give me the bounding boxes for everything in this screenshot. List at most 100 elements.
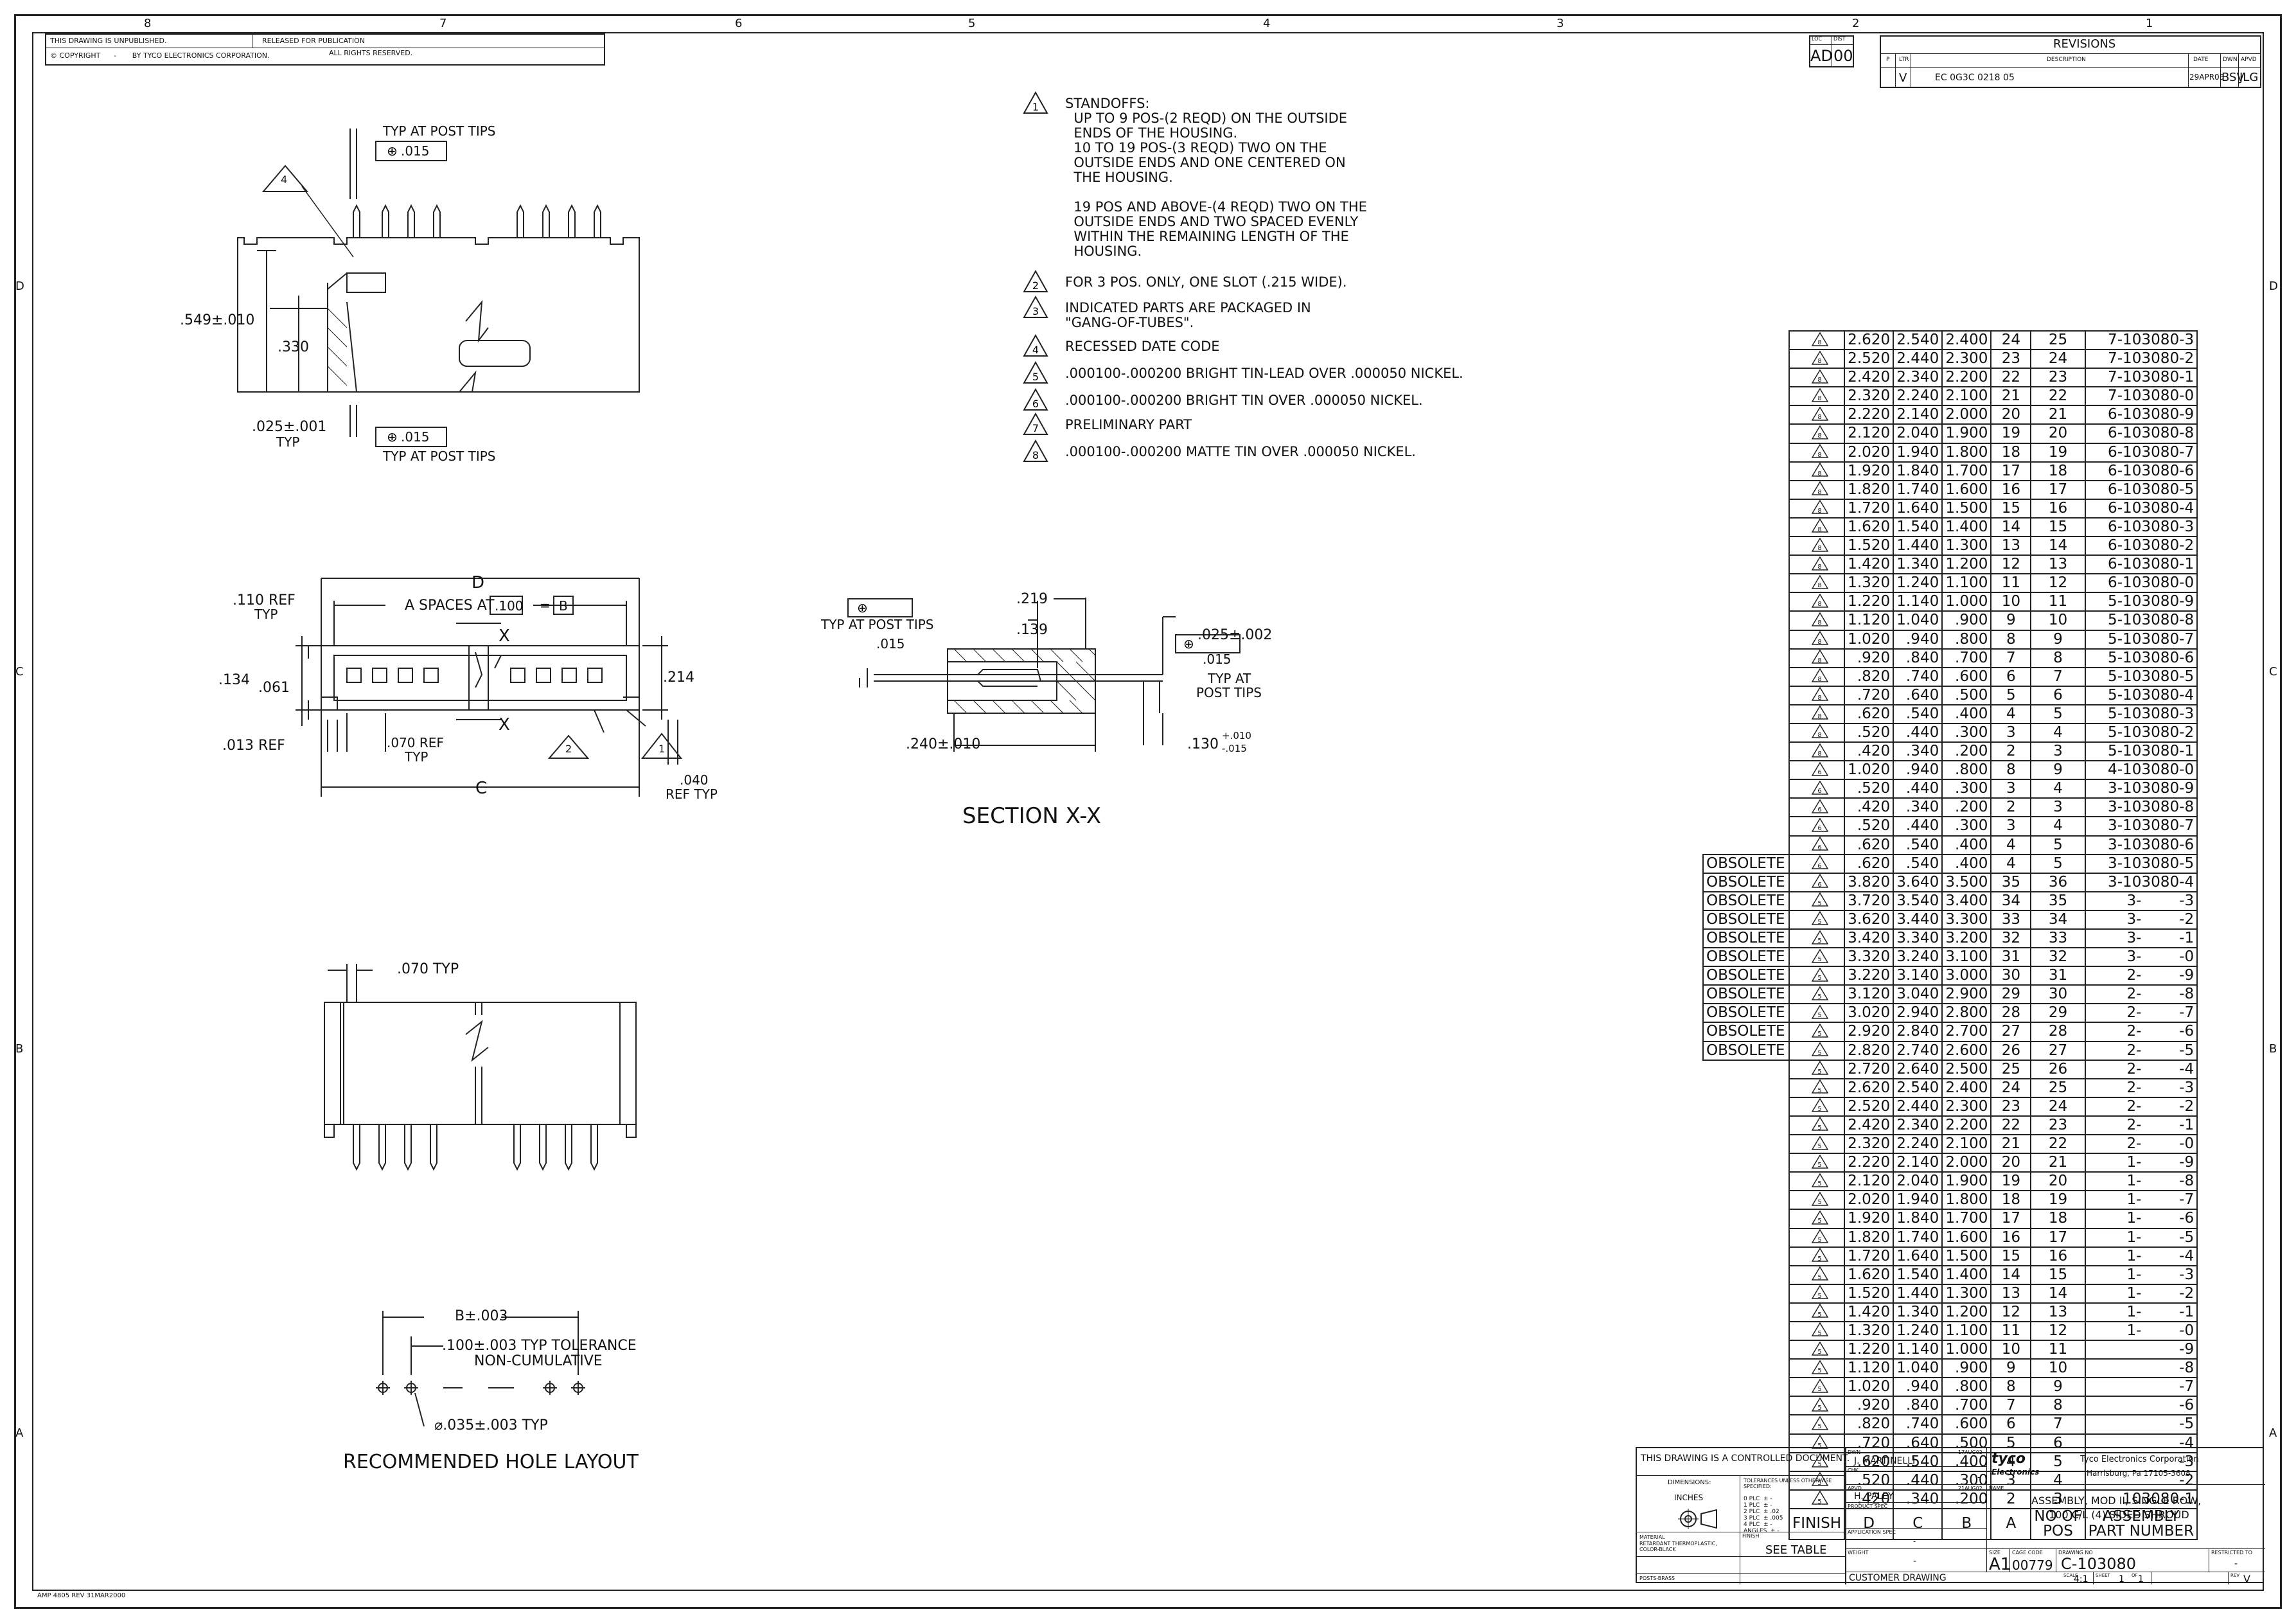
title-block: THIS DRAWING IS A CONTROLLED DOCUMENT. D… xyxy=(1636,1447,2265,1585)
drawing-border xyxy=(32,32,2264,1591)
table-cell-tri: 8 xyxy=(1788,368,1846,388)
table-cell-b: 3.400 xyxy=(1941,891,1992,911)
table-cell-tri: 5 xyxy=(1788,1340,1846,1360)
table-cell-pn: 2- -2 xyxy=(2084,1096,2198,1117)
table-cell-pos: 5 xyxy=(2030,1451,2086,1472)
table-cell-tri: 5 xyxy=(1788,1003,1846,1024)
cage-value: 00779 xyxy=(2012,1557,2053,1573)
table-cell-a: 15 xyxy=(1990,498,2032,519)
table-cell-pos: 8 xyxy=(2030,648,2086,668)
table-cell-pn: -3 xyxy=(2084,1451,2198,1472)
table-cell-c: .540 xyxy=(1893,1451,1943,1472)
table-cell-pos: 4 xyxy=(2030,1470,2086,1491)
finish-triangle-icon xyxy=(1812,967,1829,982)
ref-013: .013 REF xyxy=(222,738,285,754)
finish-triangle-icon xyxy=(1812,1453,1829,1468)
table-cell-c: .340 xyxy=(1893,797,1943,818)
table-cell-b: 1.700 xyxy=(1941,461,1992,481)
finish-triangle-icon xyxy=(1812,537,1829,552)
table-cell-d: 1.320 xyxy=(1844,1320,1894,1342)
hole-layout-drawing xyxy=(376,1311,585,1427)
note-4-text: RECESSED DATE CODE xyxy=(1065,339,1220,354)
table-cell-pn: 6-103080-0 xyxy=(2084,573,2198,594)
finish-triangle-icon xyxy=(1812,1079,1829,1094)
note-6-text: .000100-.000200 BRIGHT TIN OVER .000050 … xyxy=(1065,393,1423,408)
finish-triangle-icon xyxy=(1812,780,1829,795)
table-cell-pn: 6-103080-6 xyxy=(2084,461,2198,481)
table-cell-obs xyxy=(1703,649,1789,668)
table-cell-tri: 5 xyxy=(1788,891,1846,911)
copyright-text: © COPYRIGHT - BY TYCO ELECTRONICS CORPOR… xyxy=(50,51,270,60)
table-cell-pos: 24 xyxy=(2030,349,2086,369)
table-cell-c: 2.640 xyxy=(1893,1059,1943,1079)
table-cell-d: .720 xyxy=(1844,685,1894,705)
section-tolerance-2: .015 xyxy=(1203,652,1232,667)
table-cell-tri: 8 xyxy=(1788,610,1846,631)
weight-value: - xyxy=(1913,1556,1917,1566)
finish-triangle-icon xyxy=(1812,1004,1829,1019)
table-cell-obs xyxy=(1703,611,1789,630)
table-cell-tri: 5 xyxy=(1788,1246,1846,1266)
table-cell-b: .300 xyxy=(1941,722,1992,743)
table-cell-b: 1.600 xyxy=(1941,479,1992,500)
table-cell-d: 2.020 xyxy=(1844,442,1894,463)
dims-label: DIMENSIONS: xyxy=(1668,1479,1711,1486)
table-cell-tri: 5 xyxy=(1788,1227,1846,1248)
svg-text:⊕: ⊕ xyxy=(857,600,868,616)
table-cell-d: 2.320 xyxy=(1844,386,1894,407)
table-cell-pos: 27 xyxy=(2030,1040,2086,1061)
table-cell-a: 31 xyxy=(1990,947,2032,968)
finish-triangle-icon xyxy=(1812,1341,1829,1356)
finish-triangle-icon xyxy=(1812,668,1829,682)
table-cell-b: 2.300 xyxy=(1941,349,1992,369)
table-cell-pn: 3- -0 xyxy=(2084,947,2198,968)
scale-label: SCALE xyxy=(2063,1573,2078,1578)
finish-triangle-icon xyxy=(1812,1434,1829,1449)
table-cell-pos: 36 xyxy=(2030,872,2086,892)
callout-2: 2 xyxy=(565,743,572,755)
table-cell-a: 10 xyxy=(1990,592,2032,612)
table-cell-obs xyxy=(1703,481,1789,499)
table-cell-d: 2.920 xyxy=(1844,1022,1894,1042)
table-cell-tri: 5 xyxy=(1788,928,1846,949)
table-cell-c: 1.040 xyxy=(1893,1358,1943,1379)
table-cell-tri: 5 xyxy=(1788,1096,1846,1117)
table-cell-pos: 7 xyxy=(2030,666,2086,687)
table-cell-c: 1.440 xyxy=(1893,1283,1943,1304)
outer-border xyxy=(14,14,2282,1609)
finish-triangle-icon xyxy=(1812,1284,1829,1300)
table-cell-tri: 5 xyxy=(1788,1078,1846,1098)
table-cell-obs xyxy=(1703,387,1789,405)
table-cell-a: 28 xyxy=(1990,1003,2032,1024)
table-cell-a: 26 xyxy=(1990,1040,2032,1061)
table-cell-pn: 4-103080-0 xyxy=(2084,760,2198,781)
table-cell-b: 1.200 xyxy=(1941,554,1992,575)
table-cell-c: 2.040 xyxy=(1893,423,1943,444)
table-cell-b: 1.600 xyxy=(1941,1227,1992,1248)
table-cell-obs: OBSOLETE xyxy=(1702,1022,1790,1042)
table-cell-c: 2.340 xyxy=(1893,1115,1943,1136)
finish-triangle-icon xyxy=(1812,612,1829,626)
table-cell-obs xyxy=(1703,817,1789,835)
table-cell-b: .800 xyxy=(1941,629,1992,650)
table-cell-c: 3.240 xyxy=(1893,947,1943,968)
table-cell-obs xyxy=(1703,836,1789,855)
rev-date: 29APR05 xyxy=(2189,73,2225,82)
table-cell-pn: 5-103080-5 xyxy=(2084,666,2198,687)
table-cell-obs xyxy=(1703,1079,1789,1097)
table-footer-pn: ASSEMBLY PART NUMBER xyxy=(2084,1507,2198,1541)
